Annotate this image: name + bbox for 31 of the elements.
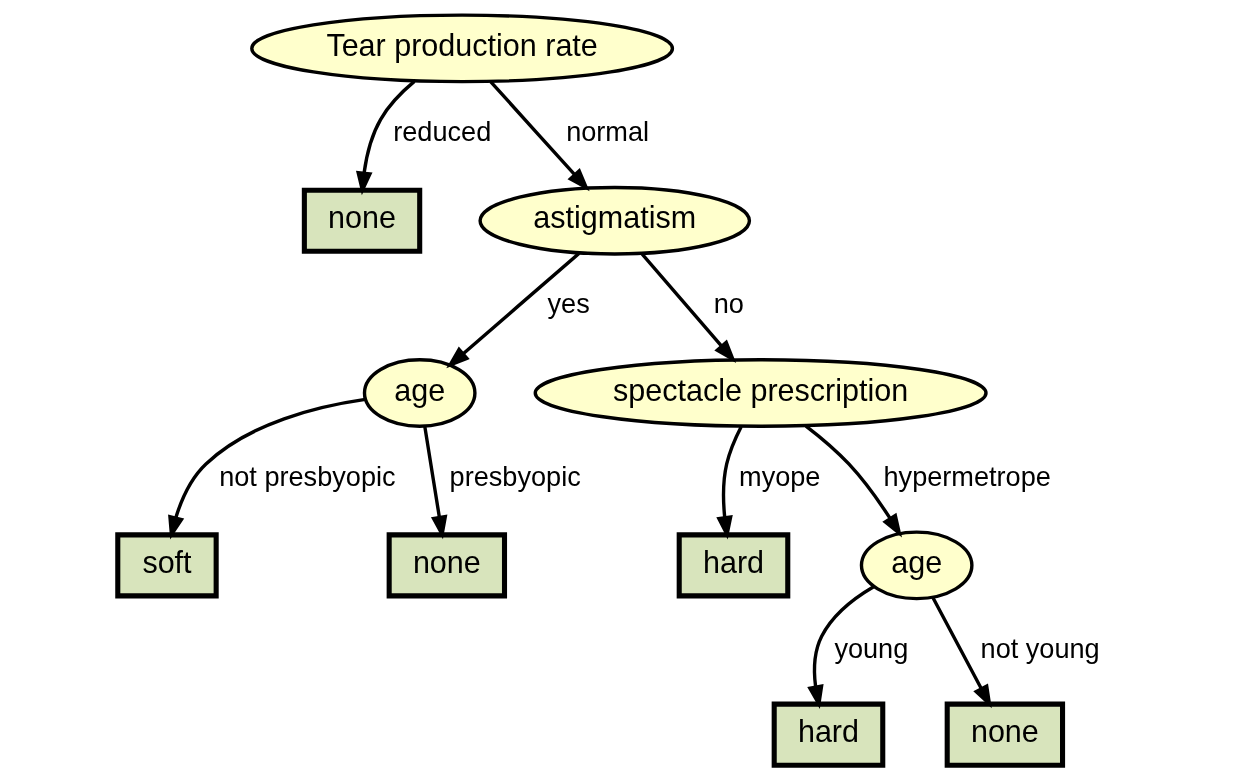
node-ellipse: Tear production rate — [249, 13, 674, 84]
arrow — [715, 425, 743, 540]
node-ellipse: astigmatism — [477, 185, 751, 256]
node-box: none — [301, 187, 422, 254]
arrow — [422, 426, 447, 540]
node-box: hard — [676, 532, 790, 599]
edge-label: no — [713, 288, 744, 320]
arrow — [806, 585, 874, 709]
node-ellipse: age — [362, 358, 477, 428]
node-box: none — [944, 701, 1065, 768]
arrow — [355, 80, 415, 196]
node-box: hard — [771, 701, 885, 768]
edge-label: not young — [980, 632, 1100, 664]
edge-label: myope — [738, 460, 820, 492]
edge-label: presbyopic — [449, 460, 581, 492]
edge-label: hypermetrope — [883, 460, 1051, 492]
node-box: soft — [114, 532, 219, 599]
arrow — [167, 397, 366, 540]
arrow — [804, 424, 902, 538]
edge-label: yes — [546, 288, 590, 320]
edge-label: not presbyopic — [218, 460, 396, 492]
edge-label: normal — [565, 116, 649, 148]
node-ellipse: spectacle prescription — [533, 358, 988, 428]
arrow — [489, 80, 590, 192]
edge-label: reduced — [392, 116, 491, 148]
node-box: none — [386, 532, 507, 599]
edge-label: young — [833, 632, 908, 664]
arrow — [445, 252, 580, 369]
arrow — [930, 596, 992, 709]
arrow — [640, 253, 736, 364]
node-ellipse: age — [859, 530, 974, 601]
